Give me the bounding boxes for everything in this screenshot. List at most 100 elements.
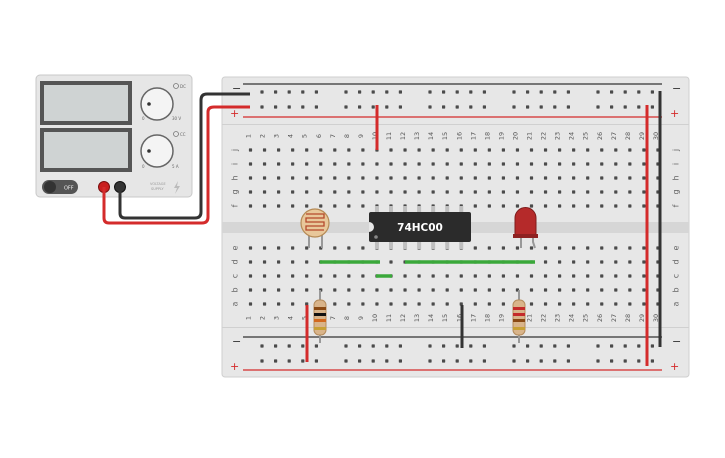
breadboard-hole[interactable] <box>642 148 646 152</box>
breadboard-hole[interactable] <box>277 246 281 250</box>
breadboard-hole[interactable] <box>473 190 477 194</box>
rail-hole[interactable] <box>526 105 530 109</box>
breadboard-hole[interactable] <box>501 190 505 194</box>
breadboard-hole[interactable] <box>277 274 281 278</box>
breadboard-hole[interactable] <box>501 162 505 166</box>
breadboard-hole[interactable] <box>572 274 576 278</box>
breadboard-hole[interactable] <box>248 204 253 208</box>
black-supply-wire[interactable] <box>118 92 250 220</box>
breadboard-hole[interactable] <box>473 288 477 292</box>
breadboard-hole[interactable] <box>403 148 407 152</box>
breadboard-hole[interactable] <box>291 274 295 278</box>
rail-hole[interactable] <box>539 90 543 94</box>
breadboard-hole[interactable] <box>277 302 281 306</box>
rail-hole[interactable] <box>539 344 543 348</box>
rail-hole[interactable] <box>287 344 291 348</box>
rail-hole[interactable] <box>596 105 600 109</box>
breadboard-hole[interactable] <box>347 162 351 166</box>
breadboard-hole[interactable] <box>459 288 463 292</box>
breadboard-hole[interactable] <box>529 190 534 194</box>
breadboard-hole[interactable] <box>305 190 309 194</box>
rail-hole[interactable] <box>287 105 291 109</box>
breadboard-hole[interactable] <box>473 176 477 180</box>
breadboard-hole[interactable] <box>614 162 618 166</box>
rail-hole[interactable] <box>344 105 348 109</box>
breadboard-hole[interactable] <box>487 288 491 292</box>
rail-hole[interactable] <box>553 344 557 348</box>
rail-hole[interactable] <box>512 359 516 363</box>
breadboard-hole[interactable] <box>262 246 267 250</box>
breadboard-hole[interactable] <box>642 246 646 250</box>
rail-hole[interactable] <box>344 90 348 94</box>
breadboard-hole[interactable] <box>291 148 295 152</box>
breadboard-hole[interactable] <box>543 302 548 306</box>
breadboard-hole[interactable] <box>403 162 407 166</box>
breadboard-hole[interactable] <box>347 204 351 208</box>
rail-hole[interactable] <box>314 105 318 109</box>
breadboard-hole[interactable] <box>262 288 267 292</box>
rail-hole[interactable] <box>610 359 614 363</box>
breadboard-hole[interactable] <box>572 162 576 166</box>
breadboard-hole[interactable] <box>600 288 604 292</box>
rail-hole[interactable] <box>610 90 614 94</box>
breadboard-hole[interactable] <box>347 302 351 306</box>
breadboard-hole[interactable] <box>417 288 421 292</box>
breadboard-hole[interactable] <box>431 302 435 306</box>
breadboard-hole[interactable] <box>515 190 520 194</box>
breadboard-hole[interactable] <box>628 190 632 194</box>
breadboard-hole[interactable] <box>347 288 351 292</box>
breadboard-hole[interactable] <box>459 176 463 180</box>
breadboard-hole[interactable] <box>586 162 590 166</box>
breadboard-hole[interactable] <box>291 176 295 180</box>
rail-hole[interactable] <box>539 105 543 109</box>
breadboard-hole[interactable] <box>529 148 534 152</box>
breadboard-hole[interactable] <box>614 288 618 292</box>
breadboard-hole[interactable] <box>558 148 562 152</box>
breadboard-hole[interactable] <box>291 246 295 250</box>
rail-hole[interactable] <box>301 105 305 109</box>
breadboard-hole[interactable] <box>459 302 463 306</box>
ic-chip[interactable]: 74HC00 <box>369 206 471 249</box>
breadboard-hole[interactable] <box>628 246 632 250</box>
rail-hole[interactable] <box>385 105 389 109</box>
breadboard-hole[interactable] <box>361 148 365 152</box>
rail-hole[interactable] <box>553 105 557 109</box>
breadboard-hole[interactable] <box>473 246 477 250</box>
rail-hole[interactable] <box>526 359 530 363</box>
breadboard-hole[interactable] <box>586 274 590 278</box>
breadboard-hole[interactable] <box>558 176 562 180</box>
breadboard-hole[interactable] <box>319 190 323 194</box>
breadboard-hole[interactable] <box>389 260 393 264</box>
breadboard-hole[interactable] <box>586 176 590 180</box>
breadboard-hole[interactable] <box>642 176 646 180</box>
rail-hole[interactable] <box>358 344 362 348</box>
breadboard-hole[interactable] <box>417 162 421 166</box>
rail-hole[interactable] <box>344 359 348 363</box>
breadboard-hole[interactable] <box>305 246 309 250</box>
breadboard-hole[interactable] <box>529 246 534 250</box>
rail-hole[interactable] <box>287 359 291 363</box>
rail-hole[interactable] <box>610 344 614 348</box>
breadboard-hole[interactable] <box>473 204 477 208</box>
breadboard-hole[interactable] <box>459 162 463 166</box>
breadboard-hole[interactable] <box>558 162 562 166</box>
breadboard-hole[interactable] <box>642 260 646 264</box>
breadboard-hole[interactable] <box>586 148 590 152</box>
breadboard-hole[interactable] <box>572 288 576 292</box>
power-supply[interactable]: DC 0 30 V CC 0 5 A OFF VOLTAGE SUPPLY <box>35 74 193 198</box>
rail-hole[interactable] <box>371 105 375 109</box>
rail-hole[interactable] <box>482 359 486 363</box>
breadboard-hole[interactable] <box>291 288 295 292</box>
breadboard-hole[interactable] <box>361 274 365 278</box>
rail-hole[interactable] <box>650 90 654 94</box>
breadboard-hole[interactable] <box>501 246 505 250</box>
rail-hole[interactable] <box>385 359 389 363</box>
breadboard-hole[interactable] <box>305 148 309 152</box>
breadboard-hole[interactable] <box>248 246 253 250</box>
breadboard-hole[interactable] <box>473 162 477 166</box>
rail-hole[interactable] <box>610 105 614 109</box>
breadboard-hole[interactable] <box>248 162 253 166</box>
rail-hole[interactable] <box>512 90 516 94</box>
breadboard-hole[interactable] <box>558 204 562 208</box>
breadboard-hole[interactable] <box>543 162 548 166</box>
